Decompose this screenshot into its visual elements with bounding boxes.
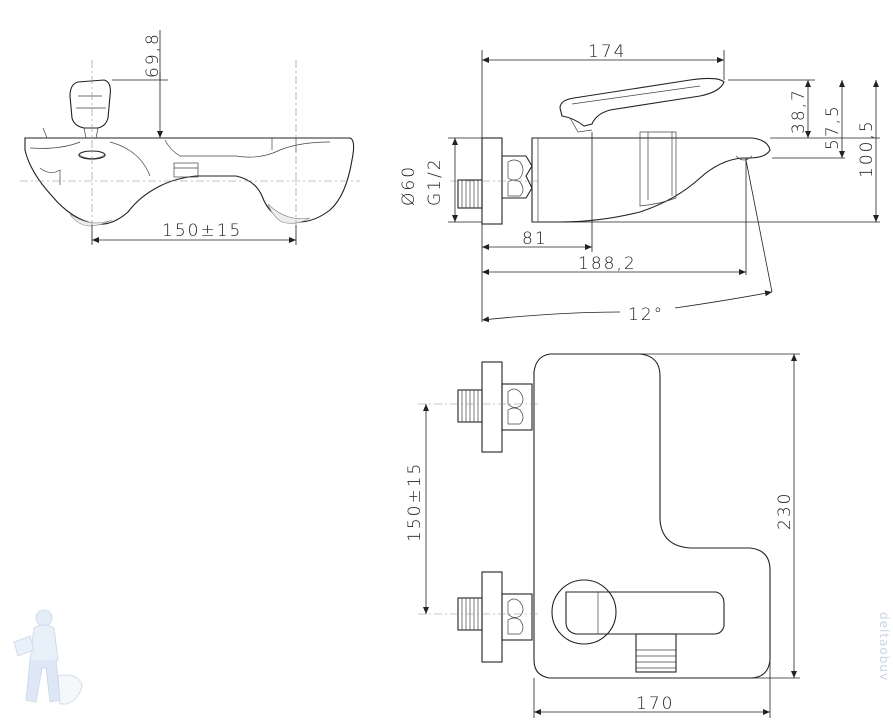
- side-view: [448, 50, 880, 323]
- dim-57-5: 57,5: [823, 104, 843, 150]
- dim-total-length: 174: [588, 42, 626, 62]
- dim-diameter: Ø60: [399, 165, 419, 206]
- dim-thread: G1/2: [425, 157, 445, 206]
- dim-front-center-distance: 150±15: [162, 221, 242, 241]
- dim-38-7: 38,7: [789, 88, 809, 134]
- dim-angle: 12°: [628, 305, 664, 325]
- dim-100-5: 100,5: [857, 119, 877, 178]
- top-view: [418, 353, 800, 718]
- watermark-text: deltaobuv: [877, 612, 891, 681]
- dim-width: 170: [636, 694, 674, 714]
- dim-handle-height: 69,8: [143, 32, 163, 78]
- dim-81: 81: [522, 229, 548, 249]
- dim-188-2: 188,2: [578, 254, 637, 274]
- dim-height: 230: [775, 492, 795, 530]
- front-view: [20, 30, 360, 245]
- dim-top-center-distance: 150±15: [405, 462, 425, 542]
- plumber-logo: [13, 609, 83, 705]
